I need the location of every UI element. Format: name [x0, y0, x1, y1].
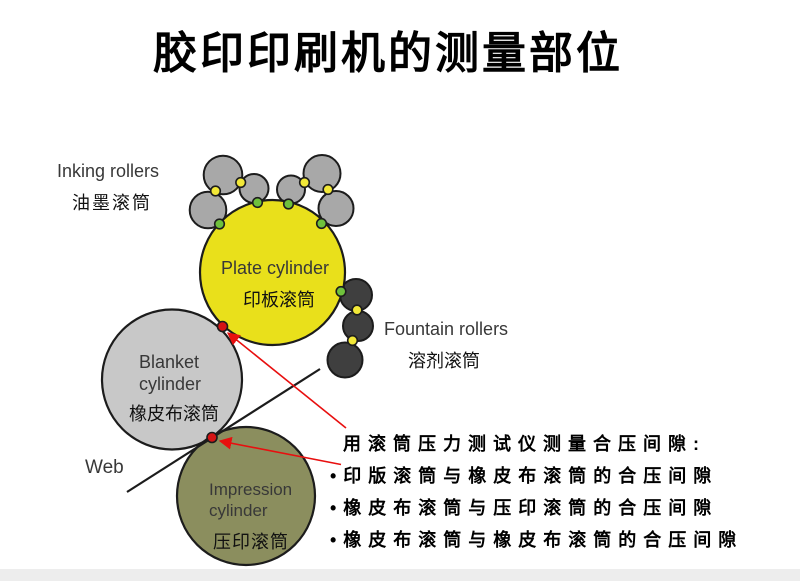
- blanket-cylinder-label-en2: cylinder: [138, 374, 202, 394]
- impression-cylinder-label-en2: cylinder: [209, 501, 268, 520]
- page-title: 胶印印刷机的测量部位: [153, 29, 623, 78]
- contact-dot-red-2: [206, 431, 218, 444]
- ink-roller-6: [317, 190, 355, 227]
- fountain-roller-3: [326, 341, 364, 379]
- pointer-line-2: [218, 436, 342, 466]
- annotation-header: 用滚筒压力测试仪测量合压间隙:: [343, 434, 706, 454]
- web-line: [126, 368, 321, 493]
- contact-dot-yellow: [209, 185, 222, 197]
- blanket-cylinder-label-zh: 橡皮布滚筒: [129, 404, 219, 424]
- impression-cylinder: [175, 425, 317, 567]
- blanket-cylinder: [100, 308, 244, 451]
- fountain-rollers-label-zh: 溶剂滚筒: [408, 351, 480, 371]
- inking-rollers-group: [188, 154, 355, 230]
- annotation-bullet-2: •橡皮布滚筒与压印滚筒的合压间隙: [330, 498, 719, 518]
- impression-cylinder-label-zh: 压印滚筒: [213, 532, 289, 552]
- bottom-band: [0, 569, 800, 581]
- contact-dot-yellow: [351, 304, 363, 316]
- pointer-line-1: [227, 332, 347, 429]
- blanket-cylinder-label-en1: Blanket: [138, 352, 200, 372]
- inking-rollers-label-en: Inking rollers: [57, 161, 160, 181]
- impression-cylinder-label-en1: Impression: [209, 480, 293, 499]
- contact-dot-green: [315, 217, 328, 230]
- plate-cylinder-label-zh: 印板滚筒: [243, 290, 315, 310]
- contact-dot-green: [335, 285, 347, 298]
- annotation-bullet-3: •橡皮布滚筒与橡皮布滚筒的合压间隙: [330, 530, 744, 550]
- fountain-rollers-label-en: Fountain rollers: [384, 319, 509, 339]
- plate-cylinder-label-en: Plate cylinder: [220, 258, 330, 278]
- ink-roller-5: [302, 154, 342, 193]
- contact-dot-yellow: [346, 334, 359, 347]
- contact-dots: [206, 176, 363, 444]
- contact-dot-green: [213, 218, 226, 230]
- web-label: Web: [85, 457, 124, 478]
- contact-dot-yellow: [298, 176, 311, 189]
- contact-dot-yellow: [322, 183, 334, 196]
- contact-dot-green: [251, 196, 264, 209]
- ink-roller-1: [202, 154, 244, 196]
- contact-dot-green: [282, 198, 295, 210]
- inking-rollers-label-zh: 油墨滚筒: [72, 193, 152, 213]
- contact-dot-yellow: [235, 176, 247, 189]
- contact-dot-red-1: [216, 320, 229, 333]
- plate-cylinder: [198, 198, 347, 347]
- annotation-bullet-1: •印版滚筒与橡皮布滚筒的合压间隙: [330, 466, 719, 486]
